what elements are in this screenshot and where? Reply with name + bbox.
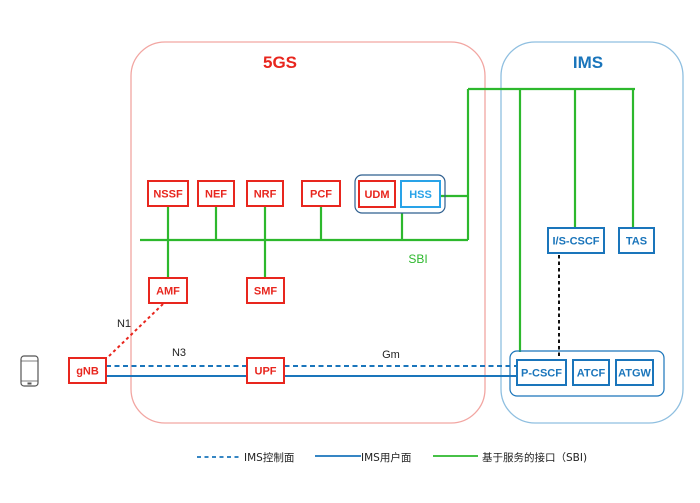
nf-iscscf-label: I/S-CSCF bbox=[552, 236, 599, 248]
sbi-bus bbox=[140, 87, 635, 352]
legend-item-sbi: 基于服务的接口（SBI) bbox=[433, 451, 587, 464]
nf-hss[interactable]: HSS bbox=[400, 180, 441, 208]
legend-label-control-plane: IMS控制面 bbox=[244, 451, 294, 464]
nf-tas-label: TAS bbox=[626, 236, 647, 248]
nf-amf[interactable]: AMF bbox=[148, 277, 188, 304]
nf-gnb-label: gNB bbox=[76, 366, 99, 378]
nf-atgw-label: ATGW bbox=[618, 368, 651, 380]
gm-label: Gm bbox=[382, 349, 400, 361]
n1-label: N1 bbox=[117, 318, 131, 330]
nf-pcf[interactable]: PCF bbox=[301, 180, 341, 207]
nf-pcscf-label: P-CSCF bbox=[521, 368, 562, 380]
nf-nef[interactable]: NEF bbox=[197, 180, 235, 207]
nf-gnb[interactable]: gNB bbox=[68, 357, 107, 384]
nf-atcf[interactable]: ATCF bbox=[572, 359, 610, 386]
nf-amf-label: AMF bbox=[156, 286, 180, 298]
fivegs-domain bbox=[130, 41, 486, 424]
nf-pcscf[interactable]: P-CSCF bbox=[516, 359, 567, 386]
ue-phone-icon bbox=[20, 355, 39, 387]
nf-smf-label: SMF bbox=[254, 286, 278, 298]
nf-tas[interactable]: TAS bbox=[618, 227, 655, 254]
legend: IMS控制面 IMS用户面 基于服务的接口（SBI) bbox=[197, 451, 587, 464]
pcscf-group bbox=[509, 350, 665, 397]
legend-item-user-plane: IMS用户面 bbox=[315, 451, 411, 464]
nf-upf-label: UPF bbox=[255, 366, 277, 378]
fivegs-title: 5GS bbox=[263, 53, 297, 72]
sbi-label: SBI bbox=[408, 252, 427, 266]
nf-hss-label: HSS bbox=[409, 189, 432, 201]
nf-nrf[interactable]: NRF bbox=[246, 180, 284, 207]
n1-link bbox=[106, 303, 164, 359]
nf-udm-label: UDM bbox=[364, 189, 389, 201]
legend-label-sbi: 基于服务的接口（SBI) bbox=[482, 451, 587, 464]
nf-atcf-label: ATCF bbox=[577, 368, 606, 380]
ims-domain bbox=[500, 41, 684, 424]
nf-nef-label: NEF bbox=[205, 189, 227, 201]
nf-nssf[interactable]: NSSF bbox=[147, 180, 189, 207]
n3-label: N3 bbox=[172, 347, 186, 359]
nf-udm[interactable]: UDM bbox=[358, 180, 396, 208]
ims-title: IMS bbox=[573, 53, 603, 72]
udm-hss-group bbox=[354, 174, 446, 214]
nf-upf[interactable]: UPF bbox=[246, 357, 285, 384]
nf-nssf-label: NSSF bbox=[153, 189, 183, 201]
nf-iscscf[interactable]: I/S-CSCF bbox=[547, 227, 605, 254]
nf-nrf-label: NRF bbox=[254, 189, 277, 201]
legend-label-user-plane: IMS用户面 bbox=[361, 451, 411, 464]
nf-smf[interactable]: SMF bbox=[246, 277, 285, 304]
legend-item-control-plane: IMS控制面 bbox=[197, 451, 294, 464]
nf-pcf-label: PCF bbox=[310, 189, 332, 201]
nf-atgw[interactable]: ATGW bbox=[615, 359, 654, 386]
